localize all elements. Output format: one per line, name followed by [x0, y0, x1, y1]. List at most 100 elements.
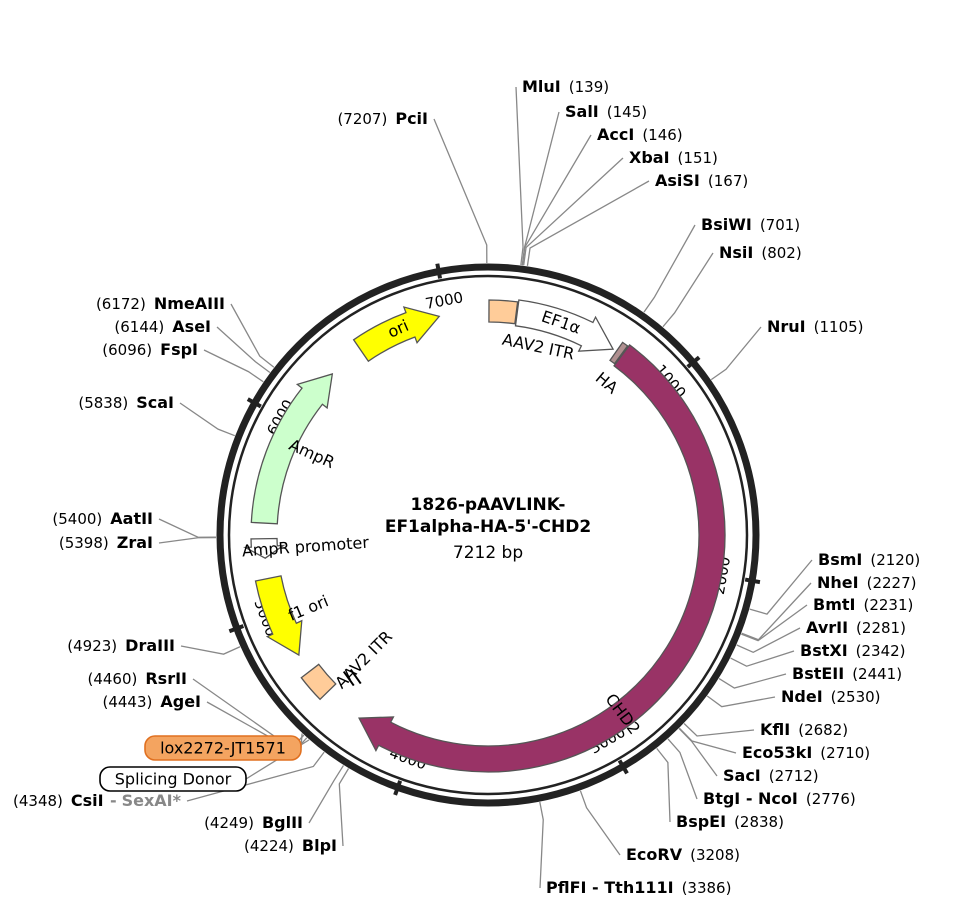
site-position: (5398): [59, 534, 109, 552]
site-position: (2776): [806, 790, 856, 808]
site-position: (4923): [67, 637, 117, 655]
site-name: BspEI: [676, 812, 726, 831]
feature-label-aav2-itr-2: AAV2 ITR: [331, 627, 396, 692]
site-bspei[interactable]: BspEI(2838): [676, 812, 784, 831]
site-kfli[interactable]: KflI(2682): [760, 720, 848, 739]
feature-label-ampr-promoter: AmpR promoter: [241, 533, 370, 561]
site-eco53ki[interactable]: Eco53kI(2710): [742, 743, 870, 762]
site-name: NdeI: [781, 687, 823, 706]
site-position: (5838): [78, 394, 128, 412]
site-position: (4348): [13, 792, 63, 810]
site-nrui[interactable]: NruI(1105): [767, 317, 864, 336]
site-leader-draiii: [180, 645, 241, 655]
site-leader-nsii: [662, 252, 714, 328]
site-zrai[interactable]: ZraI (5398): [59, 533, 153, 552]
site-leader-bglii: [308, 765, 345, 824]
site-bsteii[interactable]: BstEII(2441): [792, 664, 902, 683]
site-asisi[interactable]: AsiSI(167): [655, 171, 748, 190]
site-leader-eco53ki: [678, 727, 737, 754]
site-position: (2682): [798, 721, 848, 739]
site-blpi[interactable]: BlpI (4224): [244, 836, 337, 855]
site-scai[interactable]: ScaI(5838): [78, 393, 174, 412]
feature-aav2-itr-2: [300, 663, 337, 701]
feature-ampr-promoter: [242, 537, 286, 559]
site-name: AvrII: [806, 618, 848, 637]
feature-f1-ori-arrow: [254, 575, 303, 657]
site-acci[interactable]: AccI(146): [597, 125, 683, 144]
boxed-feature-frame: [99, 766, 247, 792]
boxed-feature-lox2272-jt1571[interactable]: lox2272-JT1571: [144, 735, 302, 761]
plasmid-center-label: 1826-pAAVLINK- EF1alpha-HA-5'-CHD2 7212 …: [385, 495, 591, 563]
site-agei[interactable]: AgeI (4443): [102, 692, 201, 711]
site-leader-pflfi-tth111i: [539, 801, 544, 889]
feature-ampr: [250, 373, 334, 525]
site-name: BsiWI: [701, 215, 752, 234]
site-marker: [342, 668, 362, 687]
site-name: NsiI: [719, 243, 753, 262]
site-leader-pcii: [433, 118, 488, 264]
site-name: AgeI: [160, 692, 201, 711]
site-leader-avrii: [736, 627, 801, 654]
site-name: Eco53kI: [742, 743, 812, 762]
site-btgi-ncoi[interactable]: BtgI - NcoI(2776): [703, 789, 856, 808]
site-pcii[interactable]: PciI(7207): [337, 109, 428, 128]
site-saci[interactable]: SacI(2712): [723, 766, 819, 785]
feature-aav2-itr-1: [488, 299, 519, 325]
plasmid-size: 7212 bp: [453, 543, 523, 563]
plasmid-name-line1: 1826-pAAVLINK-: [411, 495, 566, 515]
site-leader-mlui: [515, 86, 524, 266]
tick-mark: [393, 780, 403, 796]
site-position: (6096): [102, 341, 152, 359]
site-ndei[interactable]: NdeI(2530): [781, 687, 881, 706]
boxed-feature-splicing-donor[interactable]: Splicing Donor: [99, 766, 247, 792]
site-leader-btgi-ncoi: [667, 738, 698, 800]
site-nmeaiii[interactable]: NmeAIII(6172): [96, 294, 225, 313]
feature-ori: [352, 306, 441, 363]
site-xbai[interactable]: XbaI(151): [629, 148, 718, 167]
site-csii[interactable]: SexAI*-CsiI(4348): [13, 791, 182, 810]
feature-ampr-promoter-arrow: [242, 537, 286, 559]
boxed-feature-frame: [144, 735, 302, 761]
site-bstxi[interactable]: BstXI(2342): [800, 641, 906, 660]
site-bglii[interactable]: BglII(4249): [204, 813, 303, 832]
site-bsiwi[interactable]: BsiWI(701): [701, 215, 800, 234]
site-name: XbaI: [629, 148, 670, 167]
boxed-feature-label: lox2272-JT1571: [160, 739, 286, 758]
site-mlui[interactable]: MluI(139): [522, 77, 609, 96]
site-avrii[interactable]: AvrII(2281): [806, 618, 906, 637]
site-ecorv[interactable]: EcoRV(3208): [626, 845, 740, 864]
boxed-feature-label: Splicing Donor: [115, 770, 232, 789]
site-position: (4249): [204, 814, 254, 832]
site-name: AsiSI: [655, 171, 700, 190]
site-asei[interactable]: AseI(6144): [114, 317, 211, 336]
site-name: MluI: [522, 77, 561, 96]
site-name: BlpI: [302, 836, 337, 855]
site-position: (4443): [102, 693, 152, 711]
site-name: AatII: [110, 509, 153, 528]
site-nsii[interactable]: NsiI(802): [719, 243, 802, 262]
site-bsmi[interactable]: BsmI(2120): [818, 550, 920, 569]
feature-ori-arrow: [352, 306, 441, 363]
site-fspi[interactable]: FspI(6096): [102, 340, 198, 359]
feature-label-ha: HA: [592, 368, 622, 397]
site-position: (2227): [867, 574, 917, 592]
site-bmti[interactable]: BmtI(2231): [813, 595, 913, 614]
plasmid-name-line2: EF1alpha-HA-5'-CHD2: [385, 517, 591, 537]
site-nhei[interactable]: NheI(2227): [817, 573, 916, 592]
site-draiii[interactable]: DraIII(4923): [67, 636, 175, 655]
site-leader-bstxi: [730, 650, 795, 667]
site-pflfi-tth111i[interactable]: PflFI - Tth111I(3386): [546, 878, 731, 897]
site-position: (7207): [337, 110, 387, 128]
site-leader-ndei: [706, 695, 776, 708]
site-position: (2231): [863, 596, 913, 614]
site-name: BsmI: [818, 550, 862, 569]
site-position: (4224): [244, 837, 294, 855]
feature-ef1a-arrow: [514, 299, 615, 352]
leader-lines: [158, 86, 813, 889]
site-rsrii[interactable]: RsrII(4460): [87, 669, 187, 688]
site-sali[interactable]: SalI(145): [565, 102, 647, 121]
site-aatii[interactable]: AatII(5400): [52, 509, 153, 528]
site-name: ZraI: [117, 533, 153, 552]
